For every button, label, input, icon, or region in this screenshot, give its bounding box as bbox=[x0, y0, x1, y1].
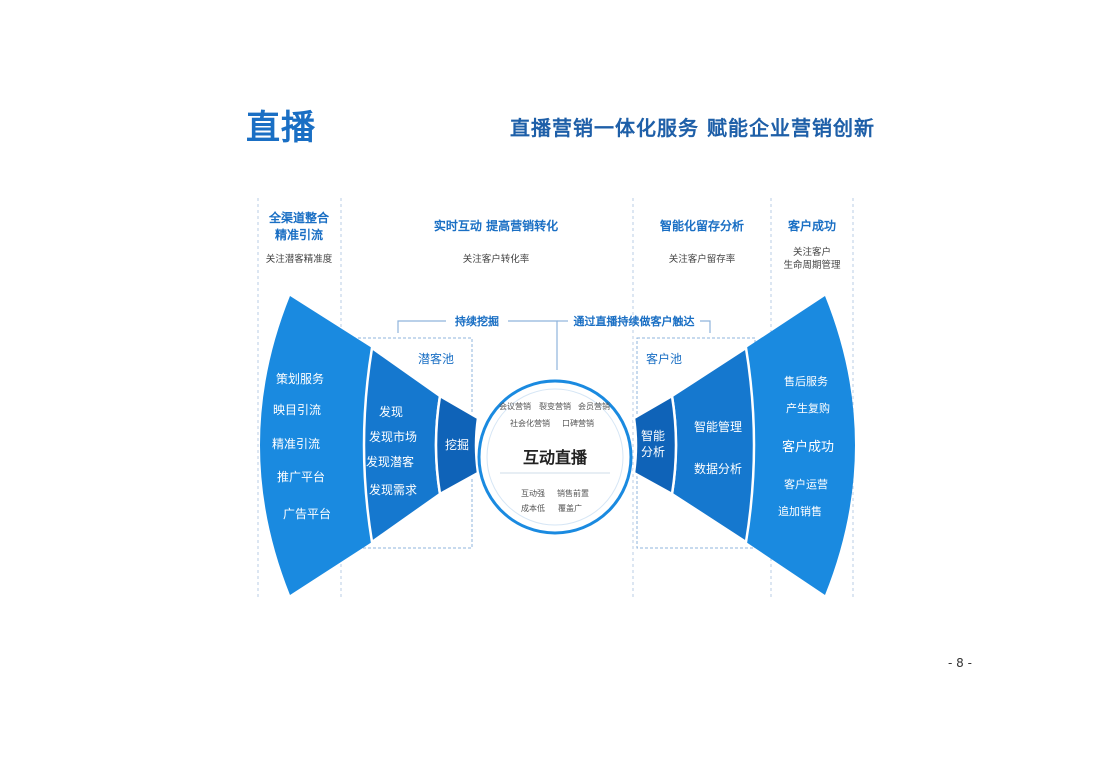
col1-sub1: 关注潜客精准度 bbox=[266, 253, 333, 265]
connector-left-label: 持续挖掘 bbox=[455, 314, 499, 328]
center-circle bbox=[477, 379, 633, 535]
center-item: 互动强 bbox=[521, 488, 545, 498]
right-mid-item: 数据分析 bbox=[694, 461, 742, 476]
left-mid-item: 发现 bbox=[379, 404, 403, 419]
left-mid-band bbox=[362, 345, 442, 545]
left-outer-item: 策划服务 bbox=[276, 371, 324, 386]
left-mid-item: 发现市场 bbox=[369, 429, 417, 444]
right-outer-item: 产生复购 bbox=[786, 401, 830, 415]
left-outer-item: 广告平台 bbox=[283, 506, 331, 521]
center-item: 会议营销 bbox=[499, 401, 531, 411]
center-item: 裂变营销 bbox=[539, 401, 571, 411]
connector-right-label: 通过直播持续做客户触达 bbox=[574, 314, 695, 328]
center-item: 口碑营销 bbox=[562, 418, 594, 428]
left-outer-item: 推广平台 bbox=[277, 469, 325, 484]
col2-head1: 实时互动 提高营销转化 bbox=[434, 218, 558, 233]
col1-head1: 全渠道整合 bbox=[268, 210, 330, 225]
right-inner-band bbox=[632, 394, 678, 496]
col2-sub1: 关注客户转化率 bbox=[463, 253, 530, 265]
left-mid-item: 发现需求 bbox=[369, 482, 417, 497]
right-inner-label: 智能 bbox=[641, 428, 665, 443]
left-outer-band bbox=[260, 296, 372, 595]
center-item: 社会化营销 bbox=[510, 418, 550, 428]
right-outer-item: 客户成功 bbox=[782, 439, 834, 455]
col1-head2: 精准引流 bbox=[275, 227, 323, 242]
page-number: - 8 - bbox=[948, 656, 972, 670]
right-mid-item: 智能管理 bbox=[694, 419, 742, 434]
right-outer-item: 客户运营 bbox=[784, 477, 828, 491]
left-inner-label: 挖掘 bbox=[445, 437, 469, 452]
col3-head1: 智能化留存分析 bbox=[659, 218, 744, 233]
page-title: 直播 bbox=[246, 108, 316, 148]
col4-sub1: 关注客户 bbox=[793, 246, 831, 258]
right-outer-item: 售后服务 bbox=[784, 374, 828, 388]
center-item: 成本低 bbox=[521, 503, 545, 513]
left-inner-band bbox=[434, 394, 480, 496]
left-bracket-join bbox=[508, 320, 558, 370]
right-outer-band bbox=[746, 296, 855, 595]
center-item: 覆盖广 bbox=[558, 503, 582, 513]
page-subtitle: 直播营销一体化服务 赋能企业营销创新 bbox=[510, 116, 875, 140]
right-outer-item: 追加销售 bbox=[778, 504, 822, 518]
col4-head1: 客户成功 bbox=[787, 218, 836, 233]
right-inner-label: 分析 bbox=[641, 445, 665, 459]
center-item: 会员营销 bbox=[578, 401, 610, 411]
left-pool-label: 潜客池 bbox=[418, 351, 454, 366]
left-outer-item: 精准引流 bbox=[272, 437, 320, 451]
right-mid-band bbox=[670, 345, 756, 545]
col4-sub2: 生命周期管理 bbox=[783, 259, 841, 271]
center-inner-ring bbox=[486, 388, 624, 526]
left-bracket bbox=[397, 320, 446, 333]
col3-sub1: 关注客户留存率 bbox=[669, 253, 736, 265]
center-item: 销售前置 bbox=[557, 488, 589, 498]
center-main-label: 互动直播 bbox=[523, 448, 588, 467]
left-outer-item: 映目引流 bbox=[273, 403, 321, 417]
right-bracket bbox=[700, 320, 711, 333]
left-mid-item: 发现潜客 bbox=[366, 454, 414, 469]
right-pool-label: 客户池 bbox=[646, 351, 682, 366]
